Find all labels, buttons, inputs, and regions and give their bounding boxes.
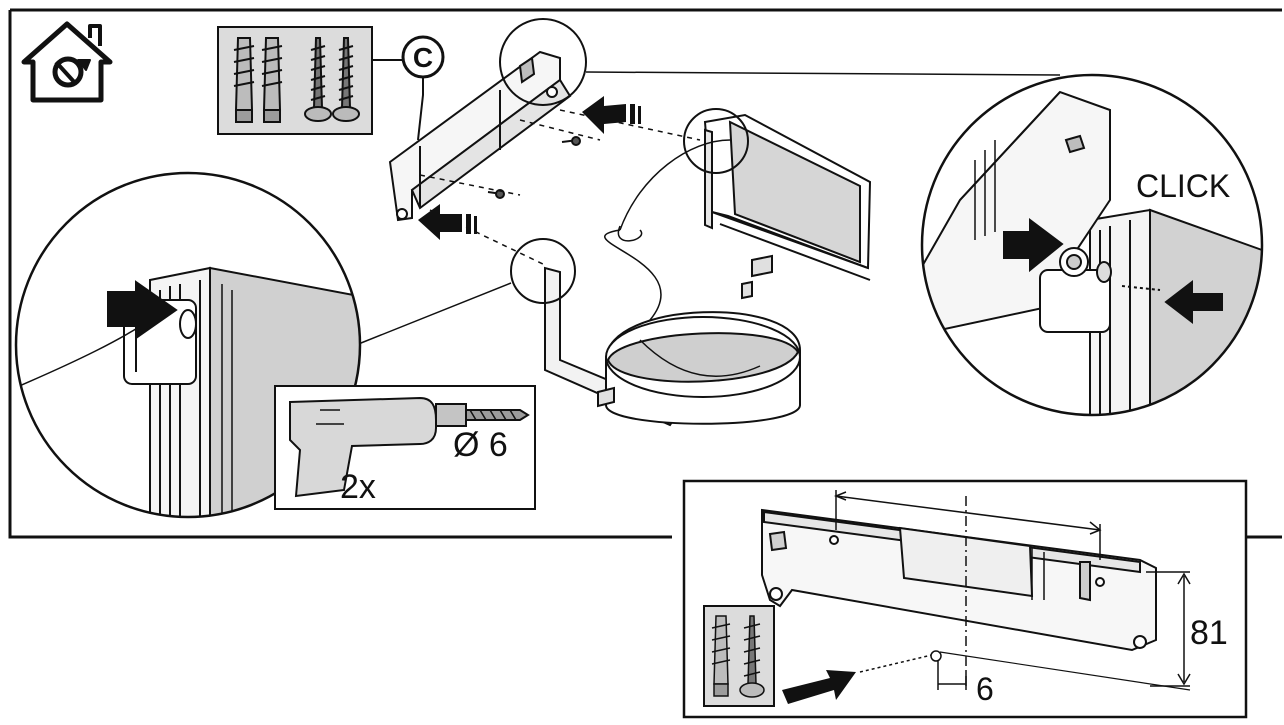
click-label: CLICK <box>1136 168 1230 204</box>
hood-duct-assembly <box>544 113 872 427</box>
mounting-bracket <box>388 50 572 222</box>
part-callout: C <box>401 35 445 141</box>
dimension-box: 81 6 <box>682 479 1248 719</box>
drill-box: Ø 6 2x <box>274 385 536 510</box>
parts-kit-box <box>217 26 373 135</box>
wall-plug-screw-icon <box>703 605 775 707</box>
right-zoom-detail: CLICK <box>920 73 1264 417</box>
dimension-height-label: 81 <box>1190 614 1228 652</box>
dimension-offset-label: 6 <box>976 671 994 707</box>
drill-diameter-label: Ø 6 <box>453 426 508 464</box>
part-letter-label: C <box>413 42 433 73</box>
detail-marker <box>499 18 749 304</box>
house-recirculation-icon <box>21 21 113 103</box>
dimension-lines <box>833 490 1191 691</box>
power-drill-icon <box>289 396 530 498</box>
main-frame <box>8 8 1282 539</box>
arrow-icon <box>782 670 856 704</box>
zoom-leader-lines <box>355 71 1061 346</box>
arrow-icon <box>418 96 641 240</box>
drill-count-label: 2x <box>340 468 376 506</box>
wall-plug-screw-icon <box>233 37 360 123</box>
